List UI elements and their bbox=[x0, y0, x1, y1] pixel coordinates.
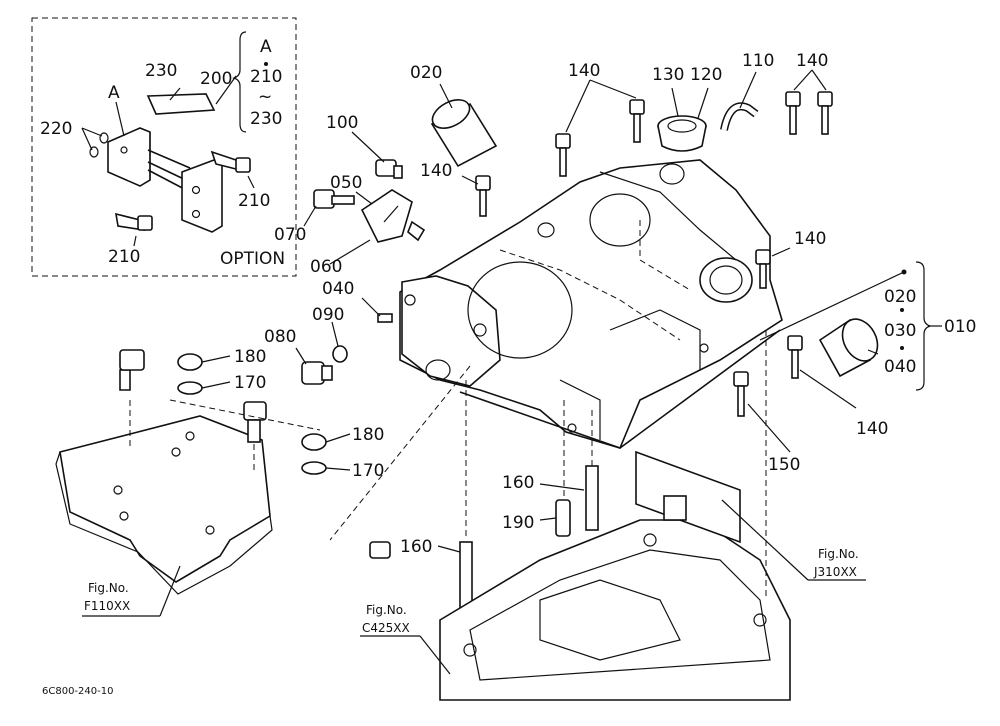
reference-leaders bbox=[82, 499, 866, 675]
option-label-220: 220 bbox=[40, 119, 72, 139]
label-160-a: 160 bbox=[502, 473, 534, 493]
bolts-140 bbox=[475, 91, 833, 417]
bushing-020-top bbox=[430, 99, 498, 168]
label-040: 040 bbox=[322, 279, 354, 299]
label-140-c: 140 bbox=[420, 161, 452, 181]
main-housing bbox=[399, 159, 783, 449]
label-150: 150 bbox=[768, 455, 800, 475]
option-marker-a: A bbox=[108, 83, 120, 103]
lower-housing bbox=[439, 519, 791, 701]
option-parent-200: 200 bbox=[200, 69, 232, 89]
assembly-item-040: 040 bbox=[884, 357, 916, 377]
pin-right bbox=[369, 541, 391, 559]
assembly-item-020: 020 bbox=[884, 287, 916, 307]
option-range-bottom: 230 bbox=[250, 109, 282, 129]
assembly-parent-010: 010 bbox=[944, 317, 976, 337]
label-110: 110 bbox=[742, 51, 774, 71]
ref-j310-prefix: Fig.No. bbox=[818, 547, 859, 561]
option-label-230: 230 bbox=[145, 61, 177, 81]
option-title: OPTION bbox=[220, 249, 285, 269]
label-180-b: 180 bbox=[352, 425, 384, 445]
gasket-j310 bbox=[635, 450, 741, 544]
label-050: 050 bbox=[330, 173, 362, 193]
label-140-b: 140 bbox=[796, 51, 828, 71]
ref-f110-code: F110XX bbox=[84, 599, 130, 613]
pin-040 bbox=[377, 313, 393, 323]
projection-lines bbox=[129, 330, 767, 600]
label-100: 100 bbox=[326, 113, 358, 133]
cap-130 bbox=[657, 115, 707, 152]
bolt-070 bbox=[313, 189, 355, 209]
label-190: 190 bbox=[502, 513, 534, 533]
studs-160-190 bbox=[459, 465, 599, 613]
plate-050 bbox=[360, 189, 426, 243]
label-140-e: 140 bbox=[856, 419, 888, 439]
washers-170-180 bbox=[177, 353, 327, 475]
drawing-number: 6C800-240-10 bbox=[42, 686, 113, 697]
ref-f110-prefix: Fig.No. bbox=[88, 581, 129, 595]
option-range-mid: 210 bbox=[250, 67, 282, 87]
label-120: 120 bbox=[690, 65, 722, 85]
assembly-item-030: 030 bbox=[884, 321, 916, 341]
label-140-d: 140 bbox=[794, 229, 826, 249]
label-080: 080 bbox=[264, 327, 296, 347]
label-180-a: 180 bbox=[234, 347, 266, 367]
ref-j310-code: J310XX bbox=[813, 565, 857, 579]
label-060: 060 bbox=[310, 257, 342, 277]
label-170-b: 170 bbox=[352, 461, 384, 481]
option-box bbox=[31, 17, 297, 277]
label-070: 070 bbox=[274, 225, 306, 245]
label-140-a: 140 bbox=[568, 61, 600, 81]
ref-c425-prefix: Fig.No. bbox=[366, 603, 407, 617]
bushing-020-right bbox=[818, 318, 879, 378]
leader-lines bbox=[201, 69, 905, 553]
label-160-b: 160 bbox=[400, 537, 432, 557]
mounting-plate bbox=[55, 349, 273, 595]
option-range-top: A bbox=[260, 37, 272, 57]
label-090: 090 bbox=[312, 305, 344, 325]
label-130: 130 bbox=[652, 65, 684, 85]
washer-090 bbox=[332, 345, 348, 363]
plug-100 bbox=[375, 159, 403, 179]
option-label-210-bottom: 210 bbox=[108, 247, 140, 267]
plug-080 bbox=[301, 361, 333, 385]
ref-c425-code: C425XX bbox=[362, 621, 410, 635]
option-label-210-right: 210 bbox=[238, 191, 270, 211]
hose-110 bbox=[720, 102, 759, 131]
option-range-tilde: ~ bbox=[258, 87, 272, 107]
label-020-top: 020 bbox=[410, 63, 442, 83]
label-170-a: 170 bbox=[234, 373, 266, 393]
assembly-bracket bbox=[900, 261, 942, 391]
